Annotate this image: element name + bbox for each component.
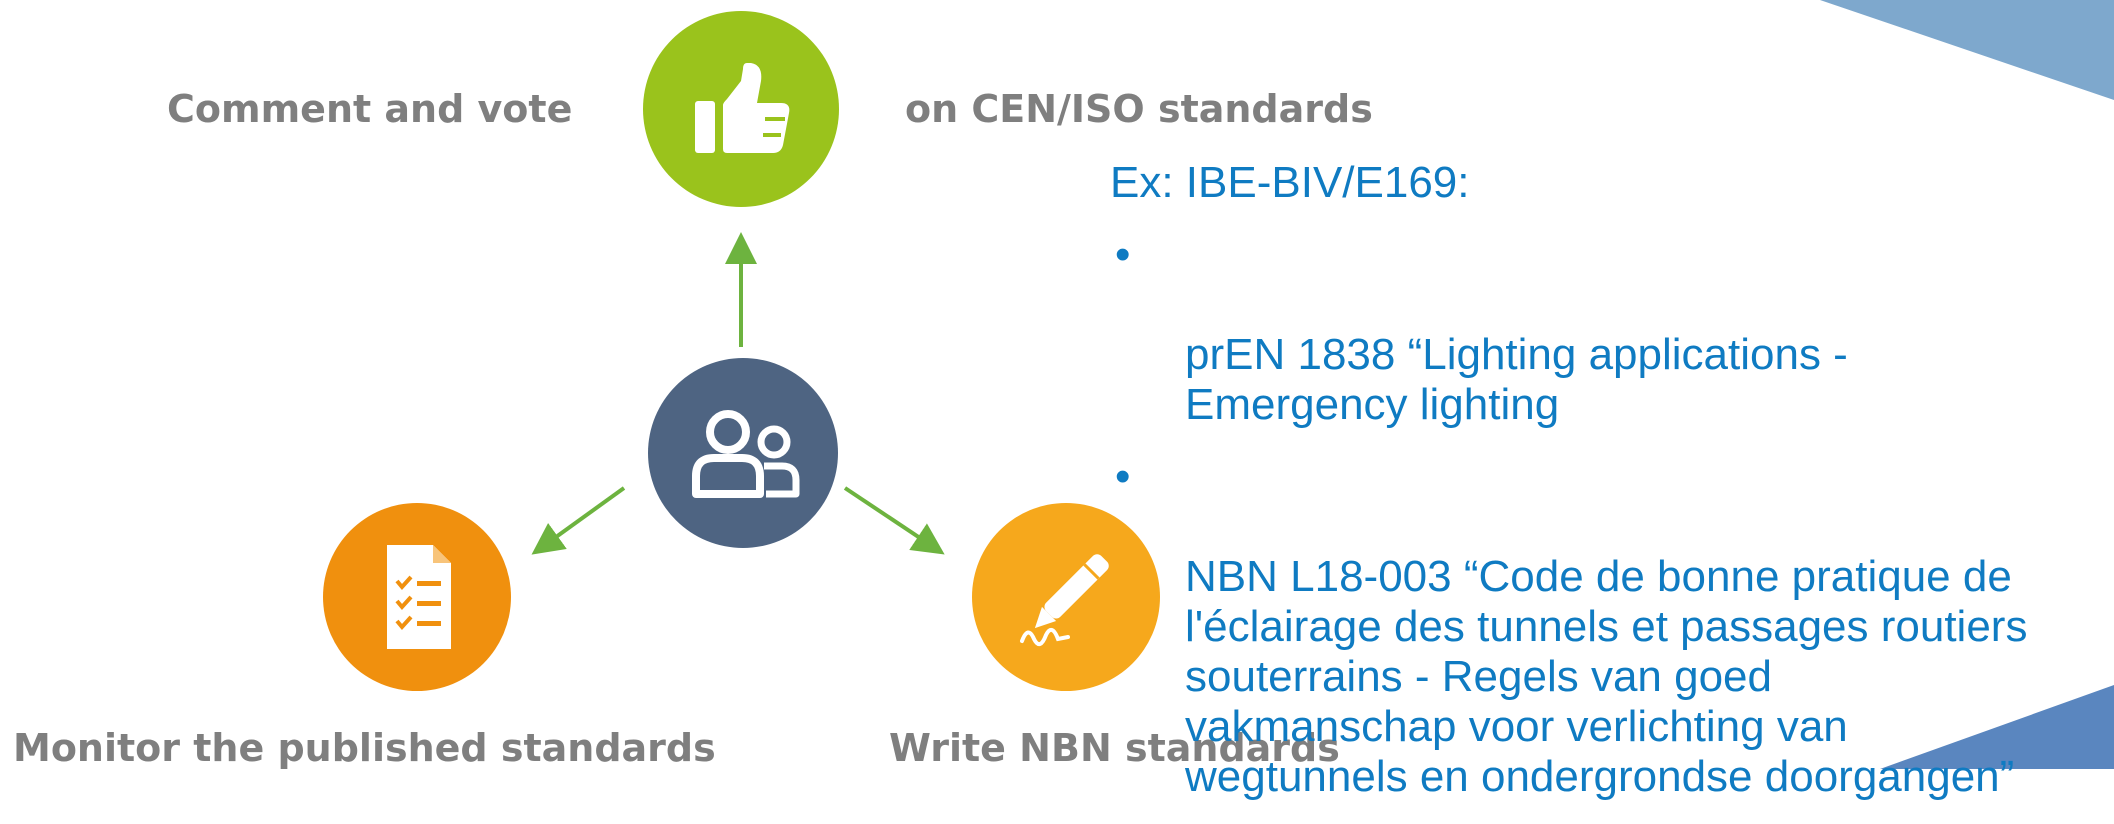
example-item-text: prEN 1838 “Lighting applications - Emerg… (1185, 330, 1848, 429)
label-write: Write NBN standards (889, 726, 1340, 770)
label-monitor: Monitor the published standards (13, 726, 716, 770)
corner-decoration-top (1820, 0, 2114, 100)
example-item-1: • prEN 1838 “Lighting applications - Eme… (1110, 230, 2110, 430)
pen-signature-icon (1020, 554, 1109, 647)
comment-vote-circle (643, 11, 839, 207)
example-block: Ex: IBE-BIV/E169: • prEN 1838 “Lighting … (1110, 158, 2110, 824)
flow-arrows (531, 232, 945, 555)
users-circle (648, 358, 838, 548)
monitor-circle (323, 503, 511, 691)
example-item-text: NBN L18-003 “Code de bonne pratique de l… (1185, 552, 2028, 801)
label-cen-iso: on CEN/ISO standards (905, 87, 1373, 131)
bullet-dot: • (1115, 452, 1131, 501)
checklist-document-icon (387, 545, 451, 649)
users-icon (692, 410, 800, 498)
example-title: Ex: IBE-BIV/E169: (1110, 158, 1470, 207)
write-circle (972, 503, 1160, 691)
corner-decoration-bottom (1880, 685, 2114, 769)
arrow-down-left (531, 486, 626, 555)
example-list: • prEN 1838 “Lighting applications - Eme… (1110, 230, 2110, 802)
bullet-dot: • (1115, 230, 1131, 279)
arrow-down-right (843, 486, 945, 555)
label-comment-vote: Comment and vote (167, 87, 573, 131)
example-item-2: • NBN L18-003 “Code de bonne pratique de… (1110, 452, 2110, 802)
thumbs-up-icon (695, 63, 790, 153)
